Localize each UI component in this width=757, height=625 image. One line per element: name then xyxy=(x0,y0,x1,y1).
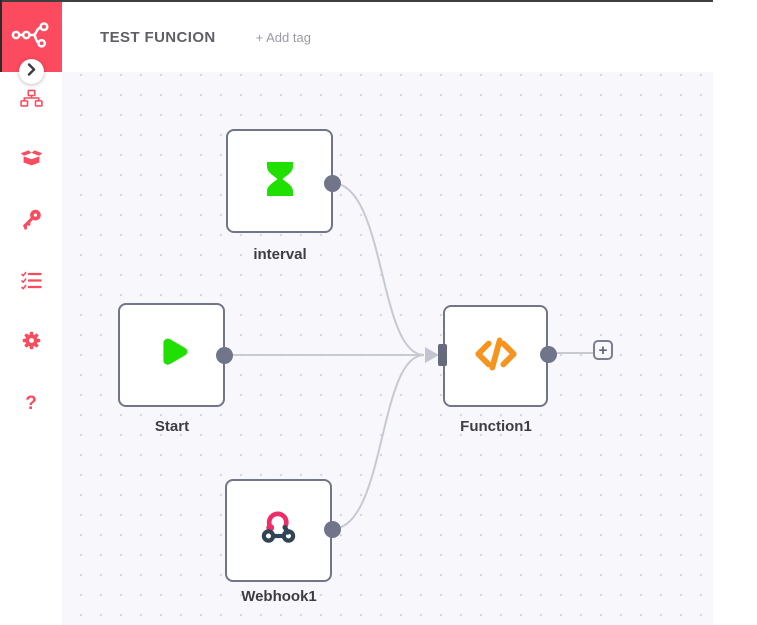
open-box-icon xyxy=(20,148,43,172)
sidebar-item-workflows[interactable] xyxy=(0,88,62,112)
node-function1[interactable] xyxy=(443,305,548,407)
node-label-webhook1: Webhook1 xyxy=(241,588,317,605)
node-start[interactable] xyxy=(118,303,225,407)
node-label-start: Start xyxy=(154,418,190,435)
play-icon xyxy=(151,332,193,379)
output-endpoint-webhook1[interactable] xyxy=(324,521,341,538)
window-top-border xyxy=(0,0,713,2)
key-icon xyxy=(21,209,42,235)
sidebar-item-executions[interactable] xyxy=(0,271,62,295)
add-tag-button[interactable]: + Add tag xyxy=(255,29,311,45)
sidebar-item-credentials[interactable] xyxy=(0,209,62,235)
webhook-icon xyxy=(256,505,302,556)
workflow-title: TEST FUNCION xyxy=(100,28,216,46)
node-label-interval: interval xyxy=(253,246,307,263)
node-interval[interactable] xyxy=(226,129,333,233)
n8n-logo-icon xyxy=(9,13,53,62)
add-node-button[interactable]: + xyxy=(593,340,613,360)
n8n-app: interval Start Webhook1 xyxy=(0,0,713,625)
sidebar-collapse-button[interactable] xyxy=(19,59,44,84)
output-endpoint-start[interactable] xyxy=(216,347,233,364)
node-webhook1[interactable] xyxy=(225,479,332,582)
checklist-icon xyxy=(20,271,42,295)
sitemap-icon xyxy=(19,89,43,112)
sidebar-item-settings[interactable] xyxy=(0,331,62,355)
workflow-header: TEST FUNCION + Add tag xyxy=(62,2,713,72)
hourglass-icon xyxy=(262,159,298,204)
output-endpoint-function1[interactable] xyxy=(540,346,557,363)
sidebar-item-templates[interactable] xyxy=(0,148,62,172)
sidebar: ? xyxy=(0,0,62,625)
code-icon xyxy=(473,333,519,380)
output-endpoint-interval[interactable] xyxy=(324,175,341,192)
window-left-border xyxy=(0,0,2,72)
sidebar-item-help[interactable]: ? xyxy=(0,391,62,415)
question-mark-icon: ? xyxy=(25,392,37,414)
node-label-function1: Function1 xyxy=(460,418,532,435)
input-port-function1[interactable] xyxy=(438,344,447,366)
plus-icon: + xyxy=(598,341,608,359)
gear-icon xyxy=(21,330,42,356)
chevron-right-icon xyxy=(27,62,36,81)
